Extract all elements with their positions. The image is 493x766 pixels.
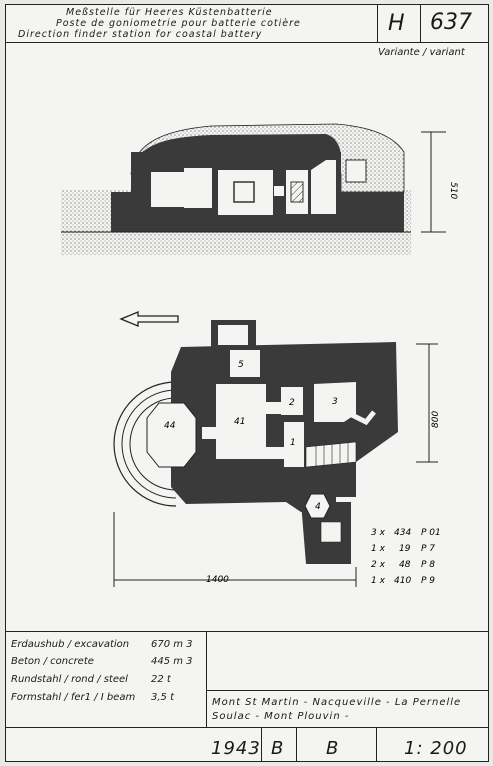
passage <box>266 447 284 459</box>
material-value: 445 m 3 <box>151 656 193 667</box>
material-value: 22 t <box>151 674 171 685</box>
section-room <box>218 170 273 215</box>
footer-divider <box>261 727 262 761</box>
section-detail <box>233 181 255 203</box>
material-label: Beton / concrete <box>11 656 94 667</box>
locations-line: Soulac - Mont Plouvin - <box>212 711 350 722</box>
room-4 <box>304 493 331 519</box>
part-qty: 3 x <box>371 528 386 538</box>
room-5 <box>230 350 260 377</box>
room-label: 5 <box>238 360 244 370</box>
embrasure-ring <box>113 381 177 507</box>
direction-arrow <box>119 311 179 327</box>
part-num: 48 <box>399 560 411 570</box>
title-french: Poste de goniometrie pour batterie cotiè… <box>56 18 301 29</box>
footer-code-b: B <box>326 738 340 759</box>
section-opening <box>274 186 284 196</box>
part-qty: 1 x <box>371 544 386 554</box>
plan-tower-room <box>218 325 248 345</box>
title-english: Direction finder station for coastal bat… <box>18 29 263 40</box>
room-label: 4 <box>315 502 321 512</box>
part-qty: 1 x <box>371 576 386 586</box>
technical-drawing: 510 <box>61 123 458 587</box>
part-qty: 2 x <box>371 560 386 570</box>
room-label: 1 <box>290 438 296 448</box>
room-label: 3 <box>332 397 338 407</box>
type-number: 637 <box>430 10 472 35</box>
info-divider <box>206 631 207 727</box>
part-num: 434 <box>394 528 411 538</box>
room-44 <box>146 402 197 468</box>
part-ref: P 01 <box>421 528 441 538</box>
part-num: 410 <box>394 576 411 586</box>
header-divider <box>377 5 378 42</box>
part-ref: P 9 <box>421 576 435 586</box>
footer-year: 1943 <box>211 738 261 759</box>
plan-view: 5 41 2 3 44 1 4 1400 800 3 x 434 P 01 1 … <box>113 311 441 587</box>
stair-corridor <box>305 441 357 468</box>
section-room <box>184 168 212 208</box>
room-41 <box>216 384 266 459</box>
material-value: 670 m 3 <box>151 639 193 650</box>
material-label: Erdaushub / excavation <box>11 639 130 650</box>
passage <box>266 402 282 414</box>
part-ref: P 8 <box>421 560 435 570</box>
concrete-roof <box>131 134 341 174</box>
room-1 <box>284 422 304 467</box>
height-label: 510 <box>448 182 458 199</box>
material-label: Formstahl / fer1 / I beam <box>11 692 136 703</box>
embrasure-ring <box>129 397 177 491</box>
room-label: 41 <box>234 417 245 427</box>
room-2 <box>281 387 303 415</box>
depth-label: 800 <box>431 411 441 428</box>
material-label: Rundstahl / rond / steel <box>11 674 128 685</box>
section-entrance <box>345 159 367 183</box>
header-rule <box>6 42 488 43</box>
drawing-sheet: Meßstelle für Heeres Küstenbatterie Post… <box>5 4 489 762</box>
footer-scale: 1: 200 <box>404 738 468 759</box>
annex-stair <box>320 521 342 543</box>
embrasure-ring <box>121 389 177 499</box>
room-3 <box>314 382 356 422</box>
footer-divider <box>376 727 377 761</box>
width-label: 1400 <box>206 575 229 585</box>
passage <box>202 427 218 439</box>
info-rule <box>206 690 488 691</box>
title-german: Meßstelle für Heeres Küstenbatterie <box>66 7 273 18</box>
section-detail <box>290 181 304 203</box>
locations-line: Mont St Martin - Nacqueville - La Pernel… <box>212 697 462 708</box>
material-value: 3,5 t <box>151 692 175 703</box>
header-divider <box>420 5 421 42</box>
parts-list: 3 x 434 P 01 1 x 19 P 7 2 x 48 P 8 1 x 4… <box>371 528 441 586</box>
access-ramp <box>344 409 376 426</box>
room-label: 44 <box>164 421 176 431</box>
part-ref: P 7 <box>421 544 435 554</box>
section-view: 510 <box>61 123 458 255</box>
stair-treads <box>315 443 349 466</box>
variant-label: Variante / variant <box>378 47 465 58</box>
part-num: 19 <box>399 544 411 554</box>
section-stair <box>311 160 336 214</box>
footer-rule <box>6 727 488 728</box>
footer-code-a: B <box>271 738 285 759</box>
info-rule <box>6 631 488 632</box>
room-label: 2 <box>289 398 295 408</box>
footer-divider <box>296 727 297 761</box>
type-letter: H <box>388 11 405 36</box>
